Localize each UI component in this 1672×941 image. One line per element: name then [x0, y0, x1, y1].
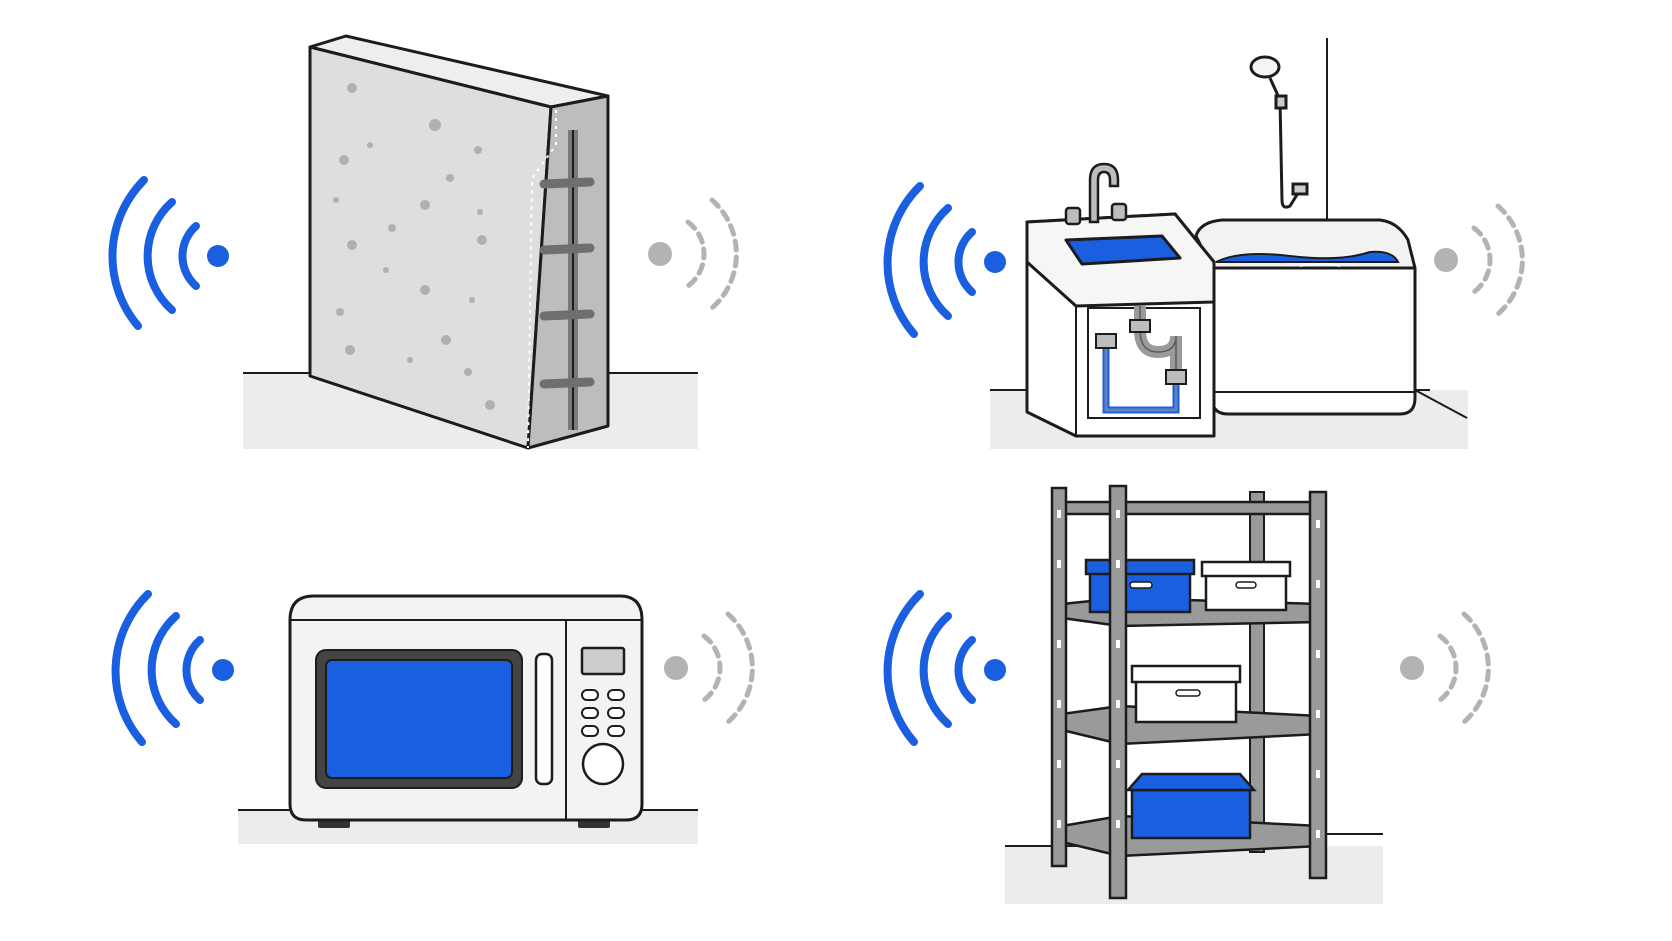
control-panel: [580, 646, 626, 786]
metal-shelving-icon: [1050, 484, 1328, 900]
panel-sink-and-bathtub: [883, 38, 1525, 449]
concrete-wall-icon: [308, 34, 610, 450]
storage-box: [1125, 772, 1257, 840]
faucet-icon: [1064, 162, 1128, 226]
weak-signal-icon: [664, 611, 755, 725]
panel-metal-shelving: [883, 484, 1491, 904]
strong-signal-icon: [883, 590, 1006, 746]
panel-concrete-wall: [108, 34, 739, 450]
panel-microwave-oven: [111, 590, 755, 844]
strong-signal-icon: [883, 182, 1006, 338]
strong-signal-icon: [108, 176, 229, 330]
weak-signal-icon: [648, 197, 739, 311]
storage-box: [1200, 560, 1292, 612]
drain-pipe-icon: [1095, 306, 1187, 414]
shower-head-icon: [1249, 55, 1309, 209]
strong-signal-icon: [111, 590, 234, 746]
weak-signal-icon: [1400, 611, 1491, 725]
storage-box: [1130, 664, 1242, 724]
storage-box: [1084, 558, 1196, 614]
microwave-oven-icon: [288, 594, 644, 828]
weak-signal-icon: [1434, 203, 1525, 317]
sink-and-bathtub-icon: [1025, 55, 1417, 438]
